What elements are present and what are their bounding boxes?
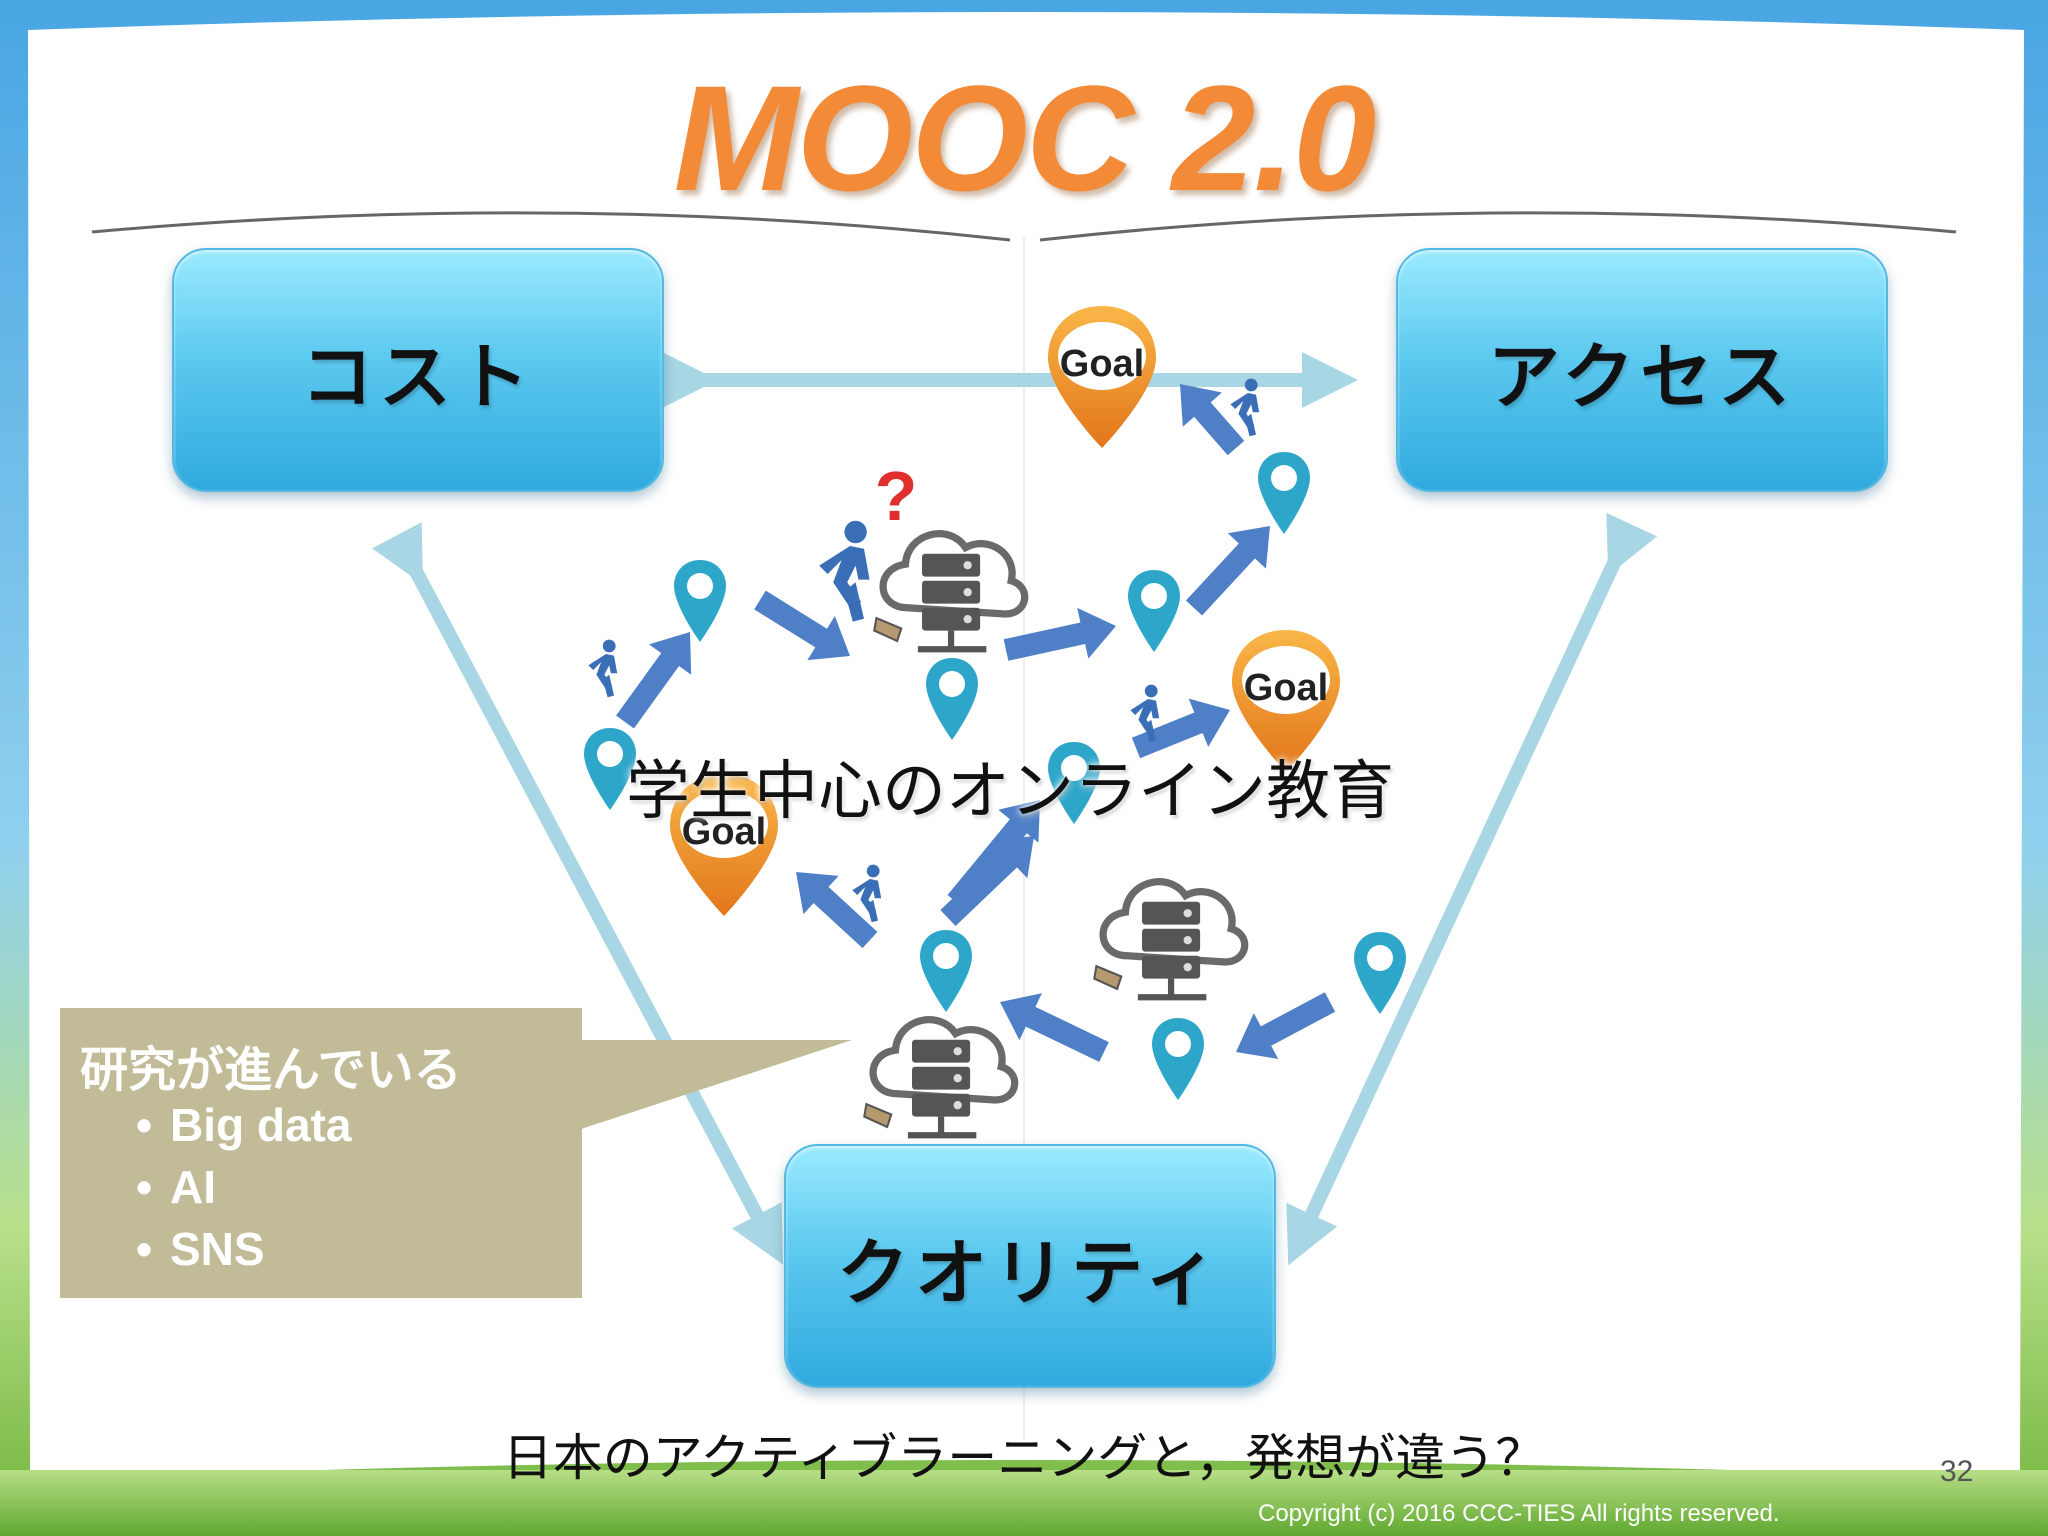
- callout-bullet: • AI: [136, 1160, 216, 1214]
- path-arrow: [1185, 526, 1270, 616]
- path-arrow: [796, 872, 878, 949]
- center-label: 学生中心のオンライン教育: [626, 755, 1394, 829]
- goal-pin-label: Goal: [682, 811, 766, 853]
- cost-quality-arrow: [372, 522, 784, 1265]
- bullet-text: SNS: [170, 1223, 265, 1275]
- bullet-text: Big data: [170, 1099, 352, 1151]
- learning-path-arrows: [616, 384, 1336, 1062]
- callout-box: [60, 1008, 582, 1298]
- footer-note: 日本のアクティブラーニングと，発想が違う？: [502, 1429, 1546, 1487]
- copyright-notice: Copyright (c) 2016 CCC-TIES All rights r…: [1258, 1500, 1780, 1527]
- path-arrow: [754, 590, 850, 661]
- cost-box: コスト: [172, 248, 664, 492]
- path-arrow: [940, 836, 1034, 926]
- path-arrow: [1000, 993, 1109, 1062]
- goal-pin-label: Goal: [1060, 343, 1144, 385]
- slide-title: MOOC 2.0: [673, 54, 1377, 222]
- bullet-dot: •: [136, 1223, 153, 1275]
- path-arrow: [616, 632, 692, 729]
- goal-pins: Goal Goal Goal: [670, 306, 1340, 916]
- path-arrow: [1236, 992, 1336, 1059]
- path-arrow: [1180, 384, 1245, 456]
- bullet-dot: •: [136, 1161, 153, 1213]
- access-box: アクセス: [1396, 248, 1888, 492]
- page-number: 32: [1940, 1455, 1974, 1488]
- goal-pin-label: Goal: [1244, 667, 1328, 709]
- access-quality-arrow: [1286, 512, 1658, 1266]
- relation-arrows: [372, 352, 1658, 1266]
- quality-box: クオリティ: [784, 1144, 1276, 1388]
- path-arrow: [1003, 607, 1116, 661]
- callout-heading: 研究が進んでいる: [80, 1042, 462, 1098]
- callout-bullet: • SNS: [136, 1222, 265, 1276]
- path-arrow: [1131, 698, 1230, 759]
- callout-bullet: • Big data: [136, 1098, 351, 1152]
- bullet-text: AI: [170, 1161, 216, 1213]
- question-mark-icon: ?: [875, 457, 918, 535]
- bullet-dot: •: [136, 1099, 153, 1151]
